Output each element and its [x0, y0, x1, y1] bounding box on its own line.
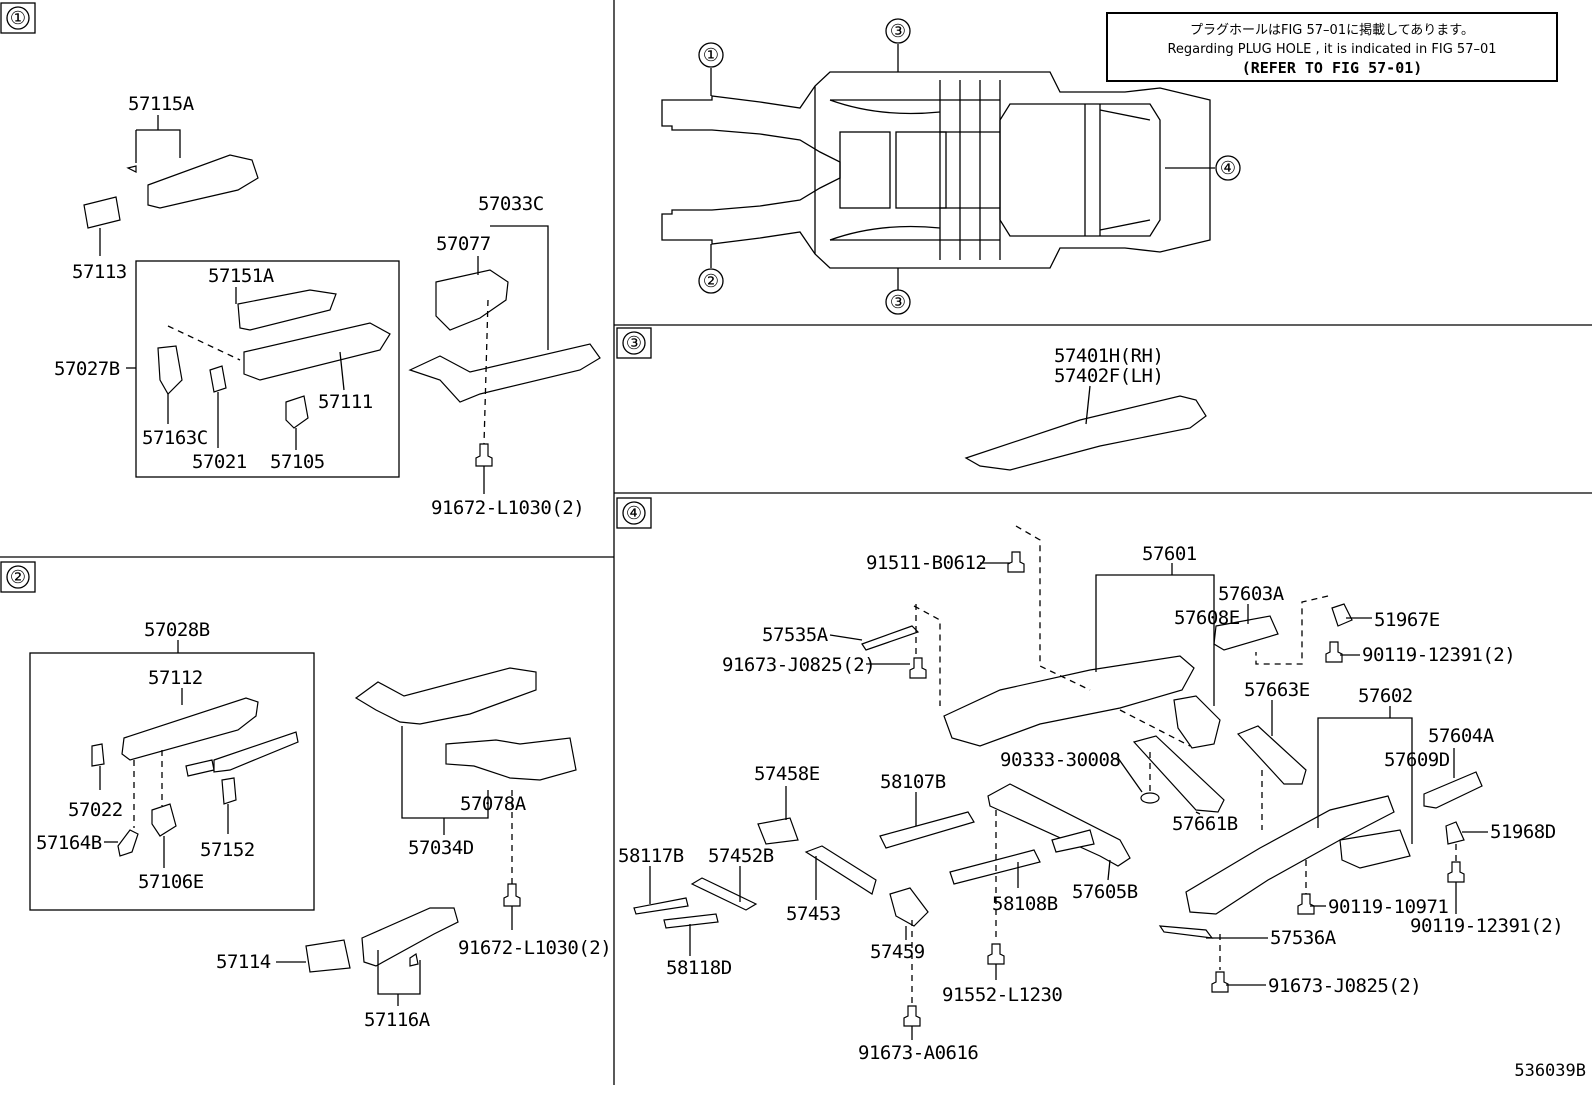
- label-58117B: 58117B: [618, 845, 684, 867]
- svg-text:③: ③: [890, 21, 906, 42]
- label-57106E: 57106E: [138, 871, 204, 893]
- section-badge-1: ①: [0, 2, 36, 34]
- svg-text:②: ②: [703, 271, 719, 292]
- svg-text:③: ③: [890, 292, 906, 313]
- label-58118D: 58118D: [666, 957, 732, 979]
- label-57163C: 57163C: [142, 427, 208, 449]
- label-57111: 57111: [318, 391, 373, 413]
- label-57022: 57022: [68, 799, 123, 821]
- section-1-parts: 57115A 57113 57151A 57027B 57111 57163C …: [54, 93, 601, 519]
- label-57033C: 57033C: [478, 193, 544, 215]
- svg-text:①: ①: [10, 8, 26, 29]
- label-51968D: 51968D: [1490, 821, 1556, 843]
- label-57601: 57601: [1142, 543, 1197, 565]
- label-91672-L1030-b: 91672-L1030(2): [458, 937, 611, 959]
- label-57604A: 57604A: [1428, 725, 1495, 747]
- label-57402F: 57402F(LH): [1054, 365, 1163, 387]
- svg-text:①: ①: [703, 45, 719, 66]
- note-line-3: (REFER TO FIG 57-01): [1242, 59, 1423, 77]
- label-91673-J0825-b: 91673-J0825(2): [1268, 975, 1421, 997]
- label-90119-12391-a: 90119-12391(2): [1362, 644, 1515, 666]
- label-91672-L1030-a: 91672-L1030(2): [431, 497, 584, 519]
- section-badge-2: ②: [0, 561, 36, 593]
- plug-hole-note: プラグホールはFIG 57–01に掲載してあります。 Regarding PLU…: [1106, 12, 1558, 82]
- svg-text:③: ③: [626, 333, 642, 354]
- label-58108B: 58108B: [992, 893, 1058, 915]
- label-57034D: 57034D: [408, 837, 474, 859]
- label-57602: 57602: [1358, 685, 1413, 707]
- svg-text:②: ②: [10, 567, 26, 588]
- label-57112: 57112: [148, 667, 203, 689]
- section-badge-4: ④: [616, 497, 652, 529]
- label-57021: 57021: [192, 451, 247, 473]
- label-57401H: 57401H(RH): [1054, 345, 1163, 367]
- label-57028B: 57028B: [144, 619, 210, 641]
- frame-overview: ① ② ③ ③ ④: [661, 18, 1241, 315]
- label-91552-L1230: 91552-L1230: [942, 984, 1062, 1006]
- section-badge-3: ③: [616, 327, 652, 359]
- diagram-id: 536039B: [1514, 1061, 1586, 1081]
- label-91511-B0612: 91511-B0612: [866, 552, 986, 574]
- label-57164B: 57164B: [36, 832, 102, 854]
- label-57458E: 57458E: [754, 763, 820, 785]
- label-57605B: 57605B: [1072, 881, 1138, 903]
- label-90333-30008: 90333-30008: [1000, 749, 1120, 771]
- label-57151A: 57151A: [208, 265, 275, 287]
- label-57459: 57459: [870, 941, 925, 963]
- label-57113: 57113: [72, 261, 127, 283]
- label-57608E: 57608E: [1174, 607, 1240, 629]
- label-57078A: 57078A: [460, 793, 527, 815]
- label-51967E: 51967E: [1374, 609, 1440, 631]
- note-line-1: プラグホールはFIG 57–01に掲載してあります。: [1190, 22, 1474, 38]
- label-57661B: 57661B: [1172, 813, 1238, 835]
- label-57452B: 57452B: [708, 845, 774, 867]
- note-line-2: Regarding PLUG HOLE , it is indicated in…: [1167, 42, 1496, 57]
- label-57115A: 57115A: [128, 93, 195, 115]
- label-57027B: 57027B: [54, 358, 120, 380]
- label-90119-10971: 90119-10971: [1328, 896, 1448, 918]
- label-57077: 57077: [436, 233, 491, 255]
- label-57105: 57105: [270, 451, 325, 473]
- label-58107B: 58107B: [880, 771, 946, 793]
- label-90119-12391-b: 90119-12391(2): [1410, 915, 1563, 937]
- label-57609D: 57609D: [1384, 749, 1450, 771]
- section-3-parts: 57401H(RH) 57402F(LH): [964, 345, 1207, 471]
- label-57114: 57114: [216, 951, 271, 973]
- label-57535A: 57535A: [762, 624, 829, 646]
- label-57453: 57453: [786, 903, 841, 925]
- svg-text:④: ④: [1220, 158, 1236, 179]
- label-91673-J0825-a: 91673-J0825(2): [722, 654, 875, 676]
- label-57536A: 57536A: [1270, 927, 1337, 949]
- label-57603A: 57603A: [1218, 583, 1285, 605]
- label-57152: 57152: [200, 839, 255, 861]
- label-91673-A0616: 91673-A0616: [858, 1042, 978, 1064]
- label-57663E: 57663E: [1244, 679, 1310, 701]
- section-4-parts: 91511-B0612 57601 57603A 57608E 51967E 9…: [618, 525, 1564, 1064]
- label-57116A: 57116A: [364, 1009, 431, 1031]
- section-2-parts: 57028B 57112 57022 57164B 57152 57106E 5…: [29, 619, 612, 1031]
- svg-text:④: ④: [626, 503, 642, 524]
